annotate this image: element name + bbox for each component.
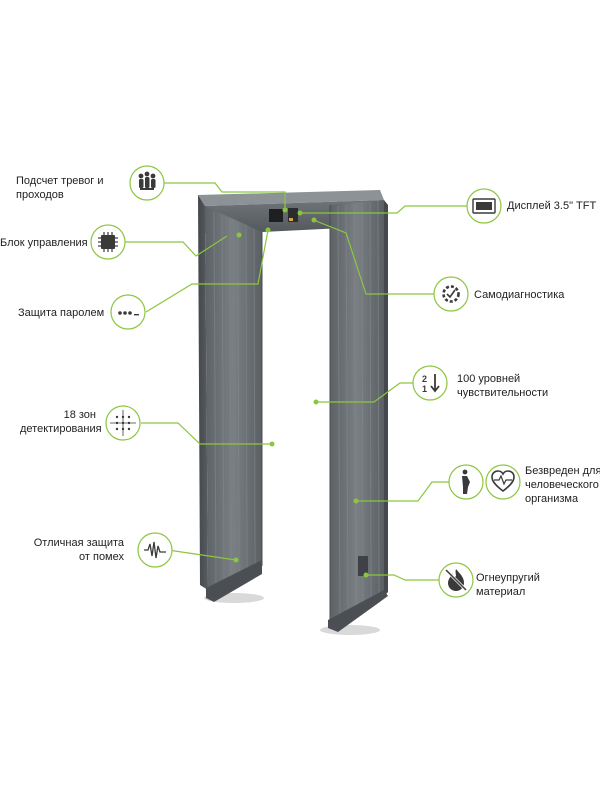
left-pillar <box>198 195 262 602</box>
display-panel <box>269 209 283 222</box>
interference-label-line2: от помех <box>79 551 124 563</box>
sensitivity-label: 100 уровней чувствительности <box>457 372 548 400</box>
waveform-icon <box>137 532 173 568</box>
self-diagnostics-label: Самодиагностика <box>474 289 565 301</box>
password-label: Защита паролем <box>18 307 105 319</box>
fireproof-label-line1: Огнеупругий <box>476 572 540 584</box>
sensitivity-label-line2: чувствительности <box>457 387 549 399</box>
zones-label-line2: детектирования <box>20 423 102 435</box>
heart-pulse-icon <box>485 464 521 500</box>
sensitivity-label-line1: 100 уровней <box>457 373 521 385</box>
sensitivity-levels-icon: 2 1 <box>412 365 448 401</box>
safe-label: Безвреден для человеческого организма <box>525 464 600 506</box>
alarm-counter-label-line1: Подсчет тревог и <box>16 175 104 187</box>
sensitivity-digit-top: 2 <box>422 374 427 384</box>
gear-check-icon <box>433 276 469 312</box>
display-icon <box>466 188 502 224</box>
sensitivity-digit-bottom: 1 <box>422 384 427 394</box>
zones-label: 18 зон детектирования <box>20 408 102 436</box>
password-dots-icon <box>110 294 146 330</box>
control-panel <box>288 208 298 222</box>
display-label: Дисплей 3.5" TFT <box>507 200 597 212</box>
power-socket <box>358 556 368 576</box>
alarm-counter-label-line2: проходов <box>16 189 64 201</box>
people-group-icon <box>129 165 165 201</box>
fireproof-label: Огнеупругий материал <box>476 571 540 599</box>
control-unit-label: Блок управления <box>0 237 88 249</box>
right-pillar <box>328 200 388 632</box>
zones-label-line1: 18 зон <box>63 409 96 421</box>
safe-label-line2: человеческого <box>525 479 599 491</box>
pregnant-woman-icon <box>448 464 484 500</box>
safe-label-line3: организма <box>525 493 579 505</box>
interference-label-line1: Отличная защита <box>33 537 124 549</box>
callout-endpoints <box>233 207 369 578</box>
callout-lines <box>124 182 472 581</box>
detector-frame <box>198 190 388 635</box>
no-fire-icon <box>438 562 474 598</box>
safe-label-line1: Безвреден для <box>525 465 600 477</box>
grid-zones-icon <box>105 405 141 441</box>
fireproof-label-line2: материал <box>476 586 526 598</box>
alarm-counter-label: Подсчет тревог и проходов <box>16 174 103 202</box>
chip-icon <box>90 224 126 260</box>
interference-label: Отличная защита от помех <box>30 536 124 564</box>
